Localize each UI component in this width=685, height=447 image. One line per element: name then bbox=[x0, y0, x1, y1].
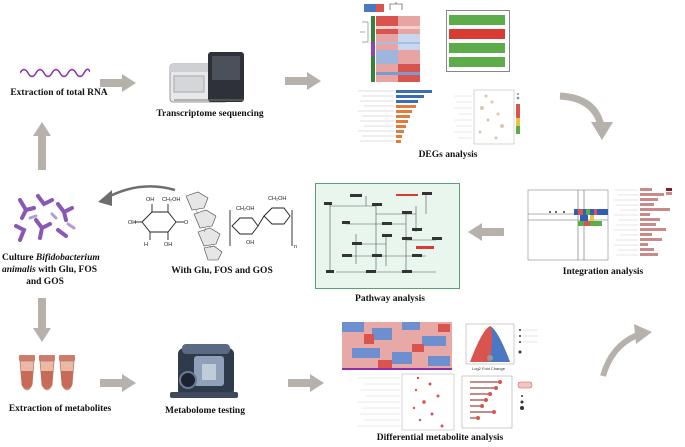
glu-oh-2: OH bbox=[128, 220, 136, 226]
integration-barchart bbox=[614, 188, 672, 256]
label-differential-metabolite-analysis: Differential metabolite analysis bbox=[376, 433, 504, 443]
diff-metab-panel: Log2 Fold Change bbox=[342, 322, 542, 432]
label-pathway-analysis: Pathway analysis bbox=[355, 294, 425, 304]
gos-ch2oh-1: CH₂OH bbox=[236, 206, 254, 212]
arrow-rna-to-seq bbox=[100, 74, 136, 92]
volcano-plot: Log2 Fold Change bbox=[465, 323, 538, 371]
volcano-x-label: Log2 Fold Change bbox=[472, 366, 506, 371]
degs-bar-4 bbox=[449, 57, 505, 67]
degs-bar-1 bbox=[449, 15, 505, 25]
glu-oh-3: OH bbox=[164, 242, 172, 248]
arrow-diff-to-integration bbox=[600, 324, 652, 377]
label-metabolome-testing: Metabolome testing bbox=[165, 406, 245, 416]
arrow-seq-to-degs bbox=[285, 72, 321, 90]
gos-oh: OH bbox=[246, 240, 254, 246]
degs-dotplot bbox=[454, 89, 520, 145]
label-integration-analysis: Integration analysis bbox=[562, 267, 644, 277]
rna-wave-icon bbox=[20, 68, 90, 78]
label-culture: Culture Bifidobacterium animalis with Gl… bbox=[2, 253, 100, 289]
label-metabolite-extraction: Extraction of metabolites bbox=[8, 404, 112, 414]
metab-dotplot bbox=[358, 373, 455, 431]
arrow-culture-to-rna bbox=[33, 122, 51, 170]
metab-heatmap bbox=[342, 322, 452, 370]
gos-n: n bbox=[294, 244, 297, 250]
degs-bar-2 bbox=[449, 29, 505, 39]
culture-species: Bifidobacterium bbox=[35, 253, 100, 263]
glu-ch2oh: CH₂OH bbox=[162, 197, 180, 203]
integration-scatter bbox=[527, 189, 609, 261]
mass-spectrometer-icon bbox=[170, 344, 238, 398]
culture-with: with Glu, FOS bbox=[35, 264, 98, 275]
glu-h-1: H bbox=[144, 242, 148, 248]
degs-panel bbox=[348, 2, 528, 152]
degs-bar-3 bbox=[449, 43, 505, 53]
arrow-integration-to-pathway bbox=[468, 223, 504, 241]
label-degs-analysis: DEGs analysis bbox=[418, 150, 478, 160]
label-transcriptome-sequencing: Transcriptome sequencing bbox=[156, 109, 264, 119]
arrow-sugars-to-culture bbox=[98, 185, 176, 206]
sugar-molecules-icon: OH CH₂OH O OH H OH CH₂OH CH₂OH n OH bbox=[128, 191, 297, 261]
tubes-icon bbox=[19, 355, 75, 391]
culture-and-gos: and GOS bbox=[26, 276, 64, 287]
metab-lollipop bbox=[461, 375, 533, 429]
glu-o: O bbox=[184, 220, 189, 226]
glu-oh-1: OH bbox=[146, 197, 154, 203]
gos-ch2oh-2: CH₂OH bbox=[268, 196, 286, 202]
pathway-panel bbox=[315, 183, 460, 289]
culture-word: Culture bbox=[2, 253, 34, 263]
degs-heatmap bbox=[360, 2, 420, 82]
arrow-testing-to-diff bbox=[288, 374, 324, 392]
bacteria-icon bbox=[14, 194, 76, 242]
degs-go-barchart bbox=[358, 90, 432, 143]
pathway-network bbox=[324, 192, 442, 273]
arrow-degs-to-integration bbox=[559, 92, 613, 140]
arrow-metabolites-to-testing bbox=[100, 374, 136, 392]
culture-subspecies: animalis bbox=[2, 264, 36, 275]
integration-panel bbox=[520, 186, 682, 264]
degs-bar-chart bbox=[446, 10, 510, 72]
arrow-culture-to-metabolites bbox=[33, 298, 51, 342]
sequencer-icon bbox=[169, 52, 244, 103]
label-with-sugars: With Glu, FOS and GOS bbox=[171, 266, 273, 276]
label-rna-extraction: Extraction of total RNA bbox=[10, 88, 108, 98]
